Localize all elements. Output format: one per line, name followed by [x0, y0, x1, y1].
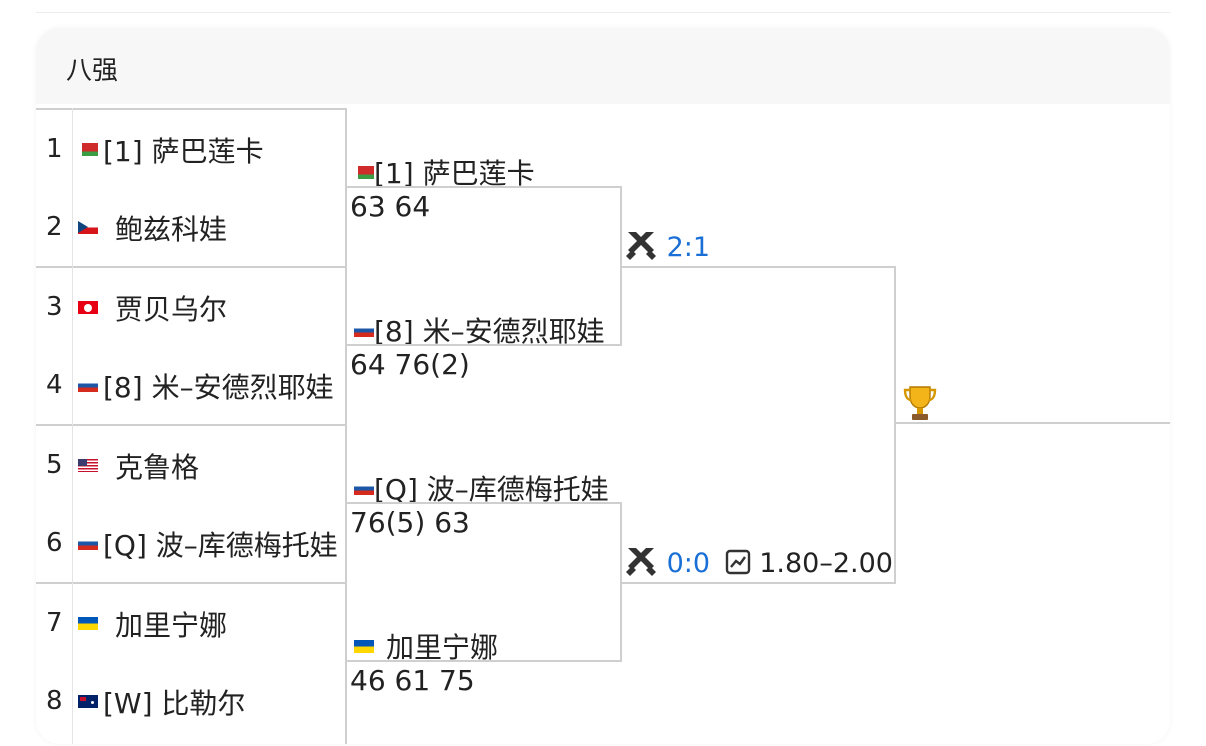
- seed-number: 5: [46, 450, 63, 480]
- ukraine-flag-icon: [354, 640, 374, 653]
- seed-row[interactable]: 3 贾贝乌尔: [36, 268, 346, 346]
- usa-flag-icon: [78, 459, 98, 472]
- tunisia-flag-icon: [78, 301, 98, 314]
- player-name[interactable]: [1] 萨巴莲卡: [374, 157, 535, 190]
- crossed-swords-icon: [626, 548, 656, 576]
- seed-number: 7: [46, 608, 63, 638]
- player-name[interactable]: 加里宁娜: [386, 631, 499, 664]
- trophy-icon: [903, 386, 937, 420]
- h2h-2[interactable]: 0:0 1.80–2.00: [624, 544, 893, 579]
- seed-number: 4: [46, 370, 63, 400]
- russia-flag-icon: [78, 537, 98, 550]
- chart-icon: [725, 549, 750, 575]
- russia-flag-icon: [354, 482, 374, 495]
- player-name[interactable]: [1] 萨巴莲卡: [103, 135, 264, 168]
- ukraine-flag-icon: [78, 617, 98, 630]
- australia-flag-icon: [78, 695, 98, 708]
- player-name[interactable]: [8] 米–安德烈耶娃: [374, 315, 605, 348]
- r2-player[interactable]: [8] 米–安德烈耶娃: [354, 310, 605, 350]
- seed-row[interactable]: 4 [8] 米–安德烈耶娃: [36, 346, 346, 424]
- match-score: 76(5) 63: [350, 506, 470, 539]
- top-divider: [36, 0, 1170, 13]
- player-name[interactable]: [W] 比勒尔: [103, 687, 246, 720]
- russia-flag-icon: [354, 324, 374, 337]
- bracket-line: [36, 582, 346, 584]
- r2-player[interactable]: [Q] 波–库德梅托娃: [354, 468, 609, 508]
- bracket-line: [346, 660, 622, 662]
- h2h-link[interactable]: 0:0: [666, 548, 711, 579]
- crossed-swords-icon: [626, 232, 656, 260]
- bracket-line: [896, 422, 1170, 424]
- bracket-line: [36, 424, 346, 426]
- match-score: 63 64: [350, 190, 431, 223]
- bracket-line: [346, 502, 622, 504]
- seed-row[interactable]: 8 [W] 比勒尔: [36, 662, 346, 740]
- seed-row[interactable]: 1 [1] 萨巴莲卡: [36, 110, 346, 188]
- player-name[interactable]: [Q] 波–库德梅托娃: [103, 529, 338, 562]
- bracket-line: [620, 502, 622, 662]
- seed-number: 2: [46, 212, 63, 242]
- player-name[interactable]: 贾贝乌尔: [115, 293, 228, 326]
- seed-row[interactable]: 2 鲍兹科娃: [36, 188, 346, 266]
- seed-number: 6: [46, 528, 63, 558]
- round-title: 八强: [66, 56, 119, 86]
- odds-value: 1.80–2.00: [759, 548, 893, 579]
- belarus-flag-icon: [78, 143, 98, 156]
- player-name[interactable]: 鲍兹科娃: [115, 213, 228, 246]
- seed-row[interactable]: 7 加里宁娜: [36, 584, 346, 662]
- seed-number: 3: [46, 292, 63, 322]
- h2h-1[interactable]: 2:1: [624, 228, 710, 263]
- seed-row[interactable]: 6 [Q] 波–库德梅托娃: [36, 504, 346, 582]
- player-name[interactable]: [Q] 波–库德梅托娃: [374, 473, 609, 506]
- bracket-line: [620, 186, 622, 346]
- match-score: 64 76(2): [350, 348, 470, 381]
- bracket-line: [346, 344, 622, 346]
- r2-player[interactable]: [1] 萨巴莲卡: [354, 152, 535, 192]
- bracket-line: [36, 266, 346, 268]
- bracket-line: [622, 266, 896, 268]
- bracket-line: [346, 186, 622, 188]
- bracket-line: [345, 108, 347, 744]
- belarus-flag-icon: [354, 166, 374, 179]
- bracket-card: 八强 1 [1] 萨巴莲卡 2 鲍兹科娃 3 贾贝乌尔 4 [8] 米–安德烈耶…: [36, 28, 1170, 744]
- card-header: 八强: [36, 28, 1170, 104]
- bracket-line: [72, 108, 73, 744]
- player-name[interactable]: 克鲁格: [115, 451, 200, 484]
- match-score: 46 61 75: [350, 664, 475, 697]
- seed-number: 8: [46, 686, 63, 716]
- russia-flag-icon: [78, 379, 98, 392]
- seed-number: 1: [46, 134, 63, 164]
- czech-flag-icon: [78, 221, 98, 234]
- player-name[interactable]: 加里宁娜: [115, 609, 228, 642]
- r2-player[interactable]: 加里宁娜: [354, 626, 498, 666]
- bracket-line: [36, 108, 346, 110]
- h2h-link[interactable]: 2:1: [666, 232, 711, 263]
- player-name[interactable]: [8] 米–安德烈耶娃: [103, 371, 334, 404]
- seed-row[interactable]: 5 克鲁格: [36, 426, 346, 504]
- bracket-line: [894, 266, 896, 584]
- bracket-line: [622, 582, 896, 584]
